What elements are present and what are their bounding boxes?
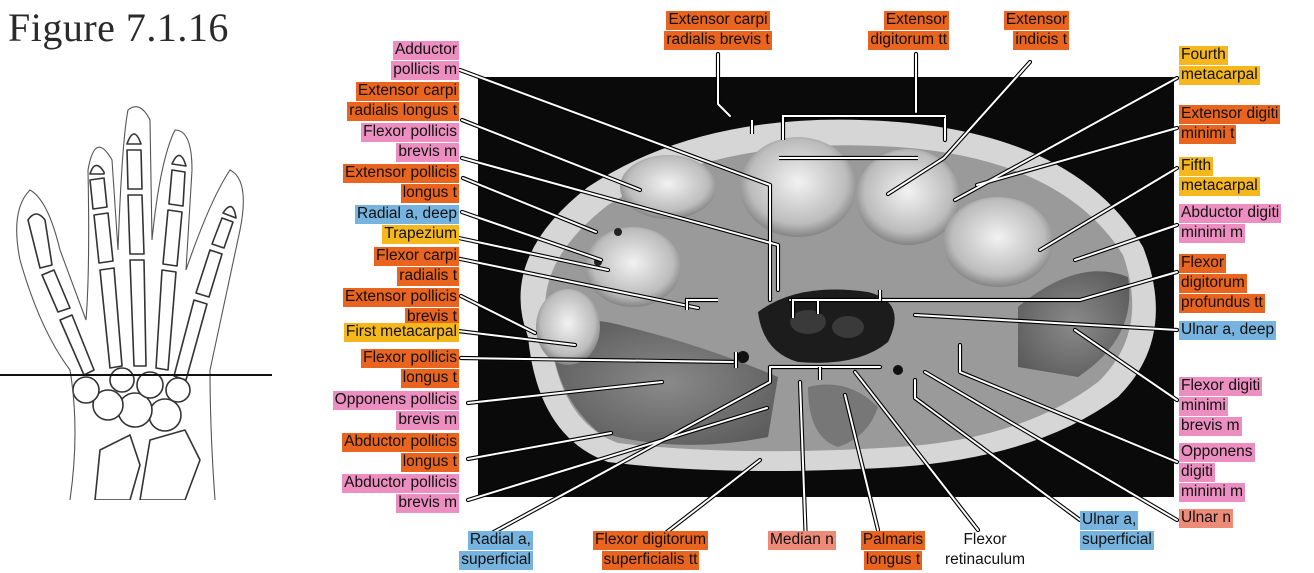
figure-title: Figure 7.1.16 (8, 4, 229, 51)
label-radial-a-superficial: Radial a,superficial (459, 530, 533, 570)
hand-skeleton-icon (0, 70, 280, 500)
wrist-mri-scan-icon (478, 77, 1174, 497)
label-ulnar-a-deep: Ulnar a, deep (1179, 320, 1276, 340)
label-median-n: Median n (768, 530, 836, 550)
label-radial-a-deep: Radial a, deep (355, 204, 459, 224)
label-trapezium: Trapezium (382, 224, 459, 244)
label-first-metacarpal: First metacarpal (344, 322, 459, 342)
label-ulnar-n: Ulnar n (1179, 508, 1233, 528)
label-ulnar-a-superficial: Ulnar a,superficial (1080, 510, 1154, 550)
